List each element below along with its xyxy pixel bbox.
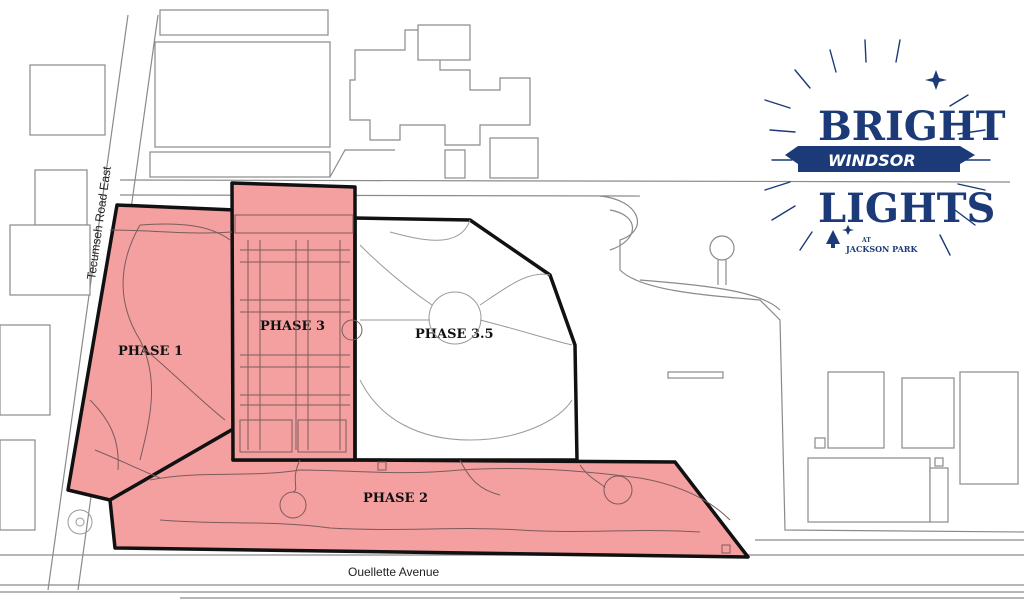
sunburst-rays [764, 39, 991, 256]
logo-line-lights: LIGHTS [818, 185, 995, 232]
star-icon [925, 70, 947, 90]
logo-at: AT [861, 237, 871, 244]
star-icon [842, 225, 854, 235]
park-paths [67, 214, 731, 554]
buildings [0, 9, 1019, 531]
tree-icon [826, 230, 840, 248]
phase-3-5-label: PHASE 3.5 [415, 327, 494, 342]
phase-2-label: PHASE 2 [363, 491, 428, 506]
street-label-ouellette: Ouellette Avenue [348, 565, 440, 579]
phase-1-label: PHASE 1 [118, 344, 183, 359]
logo-ribbon [785, 146, 975, 172]
phase-3-area[interactable]: PHASE 3 [230, 181, 357, 462]
logo-line-bright: BRIGHT [818, 103, 1006, 150]
bright-lights-logo: BRIGHT WINDSOR LIGHTS AT JACKSON PARK [764, 39, 1006, 256]
phase-3-label: PHASE 3 [260, 319, 325, 334]
logo-park: JACKSON PARK [845, 244, 918, 254]
phase-2-area[interactable]: PHASE 2 [108, 426, 750, 559]
logo-ribbon-windsor: WINDSOR [828, 151, 916, 170]
